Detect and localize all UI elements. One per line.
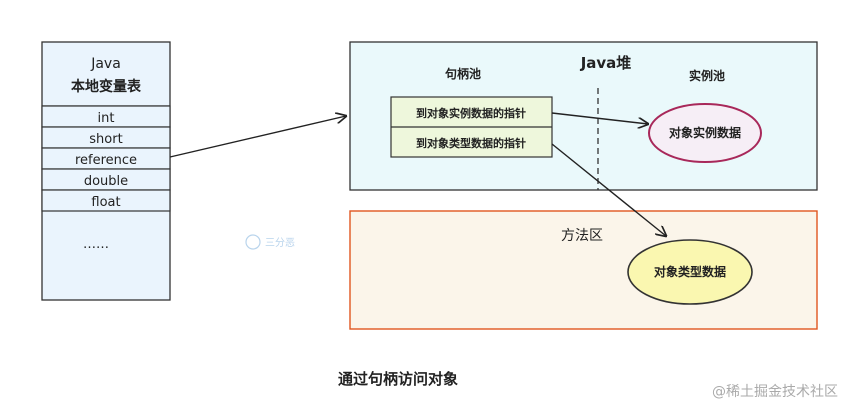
row-label-int: int bbox=[98, 111, 115, 126]
handle-pool-label: 句柄池 bbox=[445, 66, 481, 81]
type-data-label: 对象类型数据 bbox=[654, 264, 726, 279]
center-watermark-text: 三分恶 bbox=[265, 237, 295, 249]
local-table-title-line2: 本地变量表 bbox=[71, 78, 142, 95]
corner-watermark: @稀土掘金技术社区 bbox=[712, 384, 838, 400]
row-label-float: float bbox=[91, 195, 120, 210]
diagram-caption: 通过句柄访问对象 bbox=[338, 370, 458, 388]
handle-to-type-arrow bbox=[551, 143, 666, 236]
type-data-ellipse bbox=[627, 239, 753, 305]
handle-row-instance-pointer: 到对象实例数据的指针 bbox=[416, 106, 526, 120]
center-watermark: 三分恶 bbox=[245, 234, 295, 250]
instance-data-ellipse bbox=[648, 103, 762, 163]
handle-to-instance-arrow bbox=[551, 112, 648, 124]
instance-pool-label: 实例池 bbox=[689, 68, 725, 83]
method-area-title: 方法区 bbox=[561, 228, 603, 244]
table-ellipsis: …… bbox=[83, 237, 109, 252]
instance-data-label: 对象实例数据 bbox=[669, 125, 741, 140]
row-label-short: short bbox=[89, 132, 122, 147]
method-area: 方法区 对象类型数据 bbox=[349, 210, 818, 330]
java-heap-title: Java堆 bbox=[580, 54, 632, 72]
reference-to-handle-arrow bbox=[169, 116, 346, 158]
watermark-icon bbox=[245, 234, 261, 250]
local-variable-table: Java 本地变量表 int short reference double fl… bbox=[41, 41, 171, 301]
row-label-reference: reference bbox=[75, 153, 137, 168]
handle-row-type-pointer: 到对象类型数据的指针 bbox=[416, 136, 526, 150]
table-row bbox=[41, 189, 171, 212]
row-label-double: double bbox=[84, 174, 128, 189]
local-table-title-line1: Java bbox=[90, 56, 121, 72]
